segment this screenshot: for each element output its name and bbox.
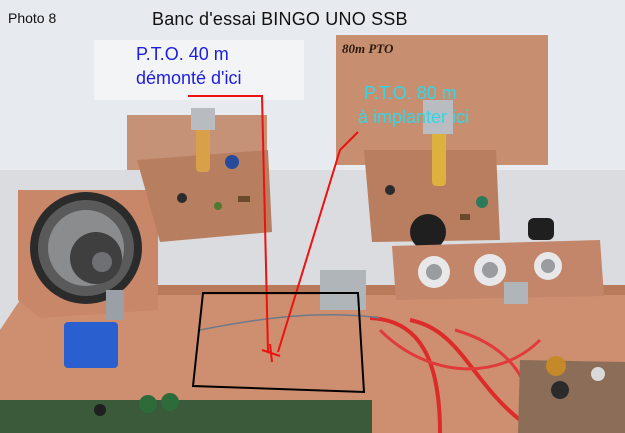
- pot-2-knob: [482, 262, 498, 278]
- pto40-label-line1: P.T.O. 40 m: [136, 44, 229, 64]
- pointer-line-40: [188, 95, 269, 353]
- pto40-part1: [225, 155, 239, 169]
- blue-block: [64, 322, 118, 368]
- red-wire-3: [378, 328, 542, 371]
- pto40-part4: [238, 196, 250, 202]
- bottom-strip: [0, 400, 372, 433]
- pto40-shaft: [191, 108, 215, 130]
- pto40-board: [137, 150, 272, 242]
- speaker-center: [92, 252, 112, 272]
- capacitor-3: [94, 404, 106, 416]
- pot-shaft: [528, 218, 554, 240]
- pto80-label-line2: à implanter ici: [358, 107, 470, 127]
- pto80-shaft: [423, 100, 453, 134]
- bracket-2: [504, 282, 528, 304]
- right-board: [518, 360, 625, 433]
- pto80-part3: [460, 214, 470, 220]
- photo-label: Photo 8: [8, 10, 57, 26]
- pto80-label-line1: P.T.O. 80 m: [364, 83, 457, 103]
- capacitor-1: [139, 395, 157, 413]
- pto80-part1: [476, 196, 488, 208]
- toroid-1: [546, 356, 566, 376]
- pto80-part2: [385, 185, 395, 195]
- toroid-2: [551, 381, 569, 399]
- pointer-mark: [261, 343, 281, 363]
- pto40-part2: [177, 193, 187, 203]
- pto40-label-line2: démonté d'ici: [136, 68, 242, 88]
- pto40-part3: [214, 202, 222, 210]
- capacitor-2: [161, 393, 179, 411]
- pot-3-knob: [541, 259, 555, 273]
- speaker-bracket: [106, 290, 124, 320]
- card-80m-label: 80m PTO: [342, 41, 394, 56]
- pointer-line-80: [277, 131, 359, 353]
- pto80-knob: [410, 214, 446, 250]
- page-title: Banc d'essai BINGO UNO SSB: [152, 9, 408, 29]
- pto80-coil: [432, 130, 446, 186]
- pot-small: [591, 367, 605, 381]
- red-wire-2: [409, 318, 522, 422]
- pot-1-knob: [426, 264, 442, 280]
- main-copper-board: [0, 285, 625, 433]
- red-wire-1: [369, 316, 442, 433]
- target-frame: [191, 292, 366, 394]
- pto40-coil: [196, 128, 210, 172]
- pto40-paper: [94, 40, 304, 100]
